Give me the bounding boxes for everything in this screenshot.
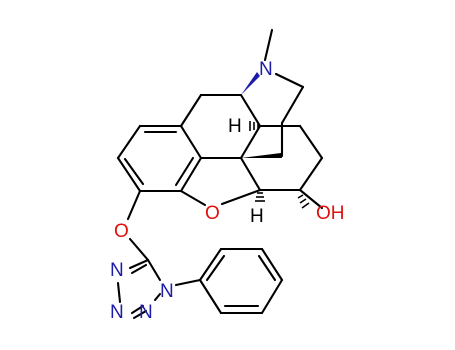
bond-n-methyl xyxy=(263,28,274,62)
bond-ar-ether-o xyxy=(126,189,142,221)
atom-n-tetrazole-2: N xyxy=(139,302,153,323)
bond-lines xyxy=(116,28,324,320)
bond-ph-6 xyxy=(198,278,223,315)
bond-tz-c-n4-double xyxy=(130,263,148,275)
bond-ether-o-tetrazole xyxy=(128,237,150,262)
bond-c14-quat xyxy=(239,124,262,160)
atom-n-tetrazole-4: N xyxy=(110,260,124,281)
bond-ph-1-inner xyxy=(205,254,226,282)
bond-tz-c-n1 xyxy=(146,258,162,282)
bond-ar-o xyxy=(179,189,207,207)
bond-tz-n3-n2-double xyxy=(132,309,148,320)
bond-tz-c-n4 xyxy=(128,258,150,270)
bond-ar-3-inner xyxy=(123,157,145,186)
bond-c10-c11 xyxy=(179,93,203,128)
wedge-quat-c14 xyxy=(241,153,282,158)
bond-quat-c5 xyxy=(239,156,262,192)
atom-h-lower: H xyxy=(250,206,264,227)
bond-ar-2 xyxy=(116,124,142,160)
bond-c9-c14 xyxy=(239,93,262,128)
atom-oh-hydroxyl: OH xyxy=(316,203,345,224)
bond-ch2-ch2 xyxy=(280,85,305,125)
bond-tz-n3-n2 xyxy=(130,304,145,315)
bond-n-ch2 xyxy=(274,72,305,89)
wedge-c9-n xyxy=(241,72,260,95)
stereo-bonds xyxy=(241,72,310,209)
bond-c8-c7 xyxy=(298,124,324,160)
bond-ar-6 xyxy=(179,124,203,160)
bond-ar-3 xyxy=(116,156,142,193)
bond-c6-oh xyxy=(298,188,324,210)
atom-labels: N O OH O N N N N H H xyxy=(110,59,345,323)
bond-n1-phenyl xyxy=(174,278,202,287)
bond-c7-c6 xyxy=(298,156,324,192)
bond-ph-3-inner xyxy=(257,254,277,282)
bond-ar-5-inner xyxy=(174,156,195,187)
atom-o-ether: O xyxy=(114,221,129,242)
bond-ph-4 xyxy=(260,278,284,315)
bond-tz-n2-n1 xyxy=(153,292,162,302)
bond-ar-5 xyxy=(179,156,203,193)
hash-c14-h-upper xyxy=(249,121,259,131)
bond-ph-1 xyxy=(198,247,223,282)
hash-c6-oh xyxy=(297,194,310,209)
atom-h-upper: H xyxy=(228,116,242,137)
atom-n-methyl: N xyxy=(259,59,273,80)
hash-c5-h-lower xyxy=(255,192,265,202)
bond-o-c5 xyxy=(220,188,262,206)
bond-ph-3 xyxy=(260,247,284,282)
atom-n-tetrazole-3: N xyxy=(110,302,124,323)
atom-n-tetrazole-1: N xyxy=(160,281,174,302)
atom-o-ring: O xyxy=(205,203,220,224)
bond-tz-n4-n3 xyxy=(116,281,122,304)
